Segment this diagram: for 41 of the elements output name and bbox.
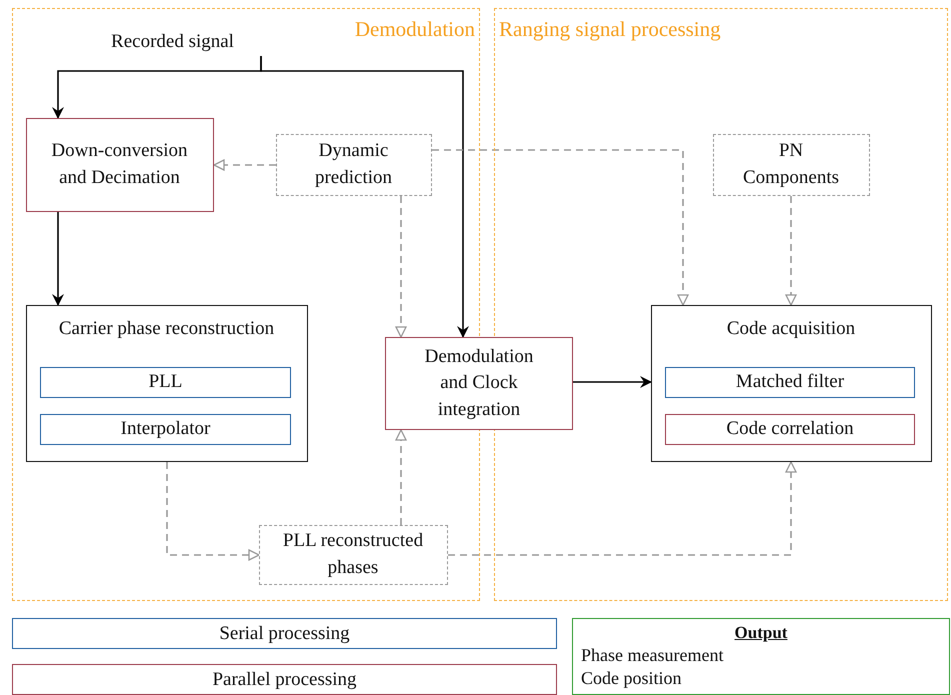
- process-box: [40, 414, 291, 445]
- dashed-arrow: [448, 461, 797, 556]
- dashed-box: [712, 134, 870, 196]
- box-label: Code correlation: [726, 417, 854, 442]
- process-box: [385, 337, 573, 430]
- box-label: PLL reconstructed phases: [282, 528, 424, 580]
- dashed-arrow: [432, 149, 689, 306]
- process-block: [26, 304, 308, 462]
- legend-label: Parallel processing: [212, 668, 357, 690]
- output-item: Phase measurement: [581, 644, 724, 667]
- dashed-box: [276, 134, 432, 196]
- box-label: Down-conversion and Decimation: [50, 138, 189, 190]
- dashed-arrow: [785, 196, 797, 306]
- box-label: Demodulation and Clock integration: [424, 344, 534, 422]
- dashed-arrow: [395, 196, 407, 338]
- dashed-box: [258, 524, 448, 584]
- dashed-arrow: [213, 159, 276, 171]
- region-title: Demodulation: [354, 17, 475, 42]
- signal-name: Recorded signal: [111, 30, 234, 54]
- box-label: PLL: [148, 370, 182, 394]
- output-heading: Output: [734, 622, 788, 644]
- process-box: [40, 367, 291, 398]
- block-title: Code acquisition: [726, 318, 856, 340]
- arrow: [52, 212, 64, 306]
- arrow: [260, 56, 469, 338]
- box-label: Interpolator: [120, 417, 210, 442]
- box-label: Matched filter: [736, 370, 844, 394]
- process-box: [26, 118, 214, 212]
- arrow: [573, 376, 652, 388]
- dashed-arrow: [395, 429, 407, 525]
- legend-label: Serial processing: [219, 622, 350, 644]
- block-title: Carrier phase reconstruction: [58, 318, 274, 340]
- box-label: PN Components: [742, 138, 840, 190]
- output-box: [572, 618, 950, 695]
- box-label: Dynamic prediction: [314, 138, 394, 190]
- region-title: Ranging signal processing: [499, 17, 721, 42]
- process-box: [665, 367, 915, 398]
- process-block: [650, 304, 932, 462]
- process-box: [665, 414, 915, 445]
- output-item: Code position: [581, 667, 682, 690]
- dashed-arrow: [166, 462, 260, 561]
